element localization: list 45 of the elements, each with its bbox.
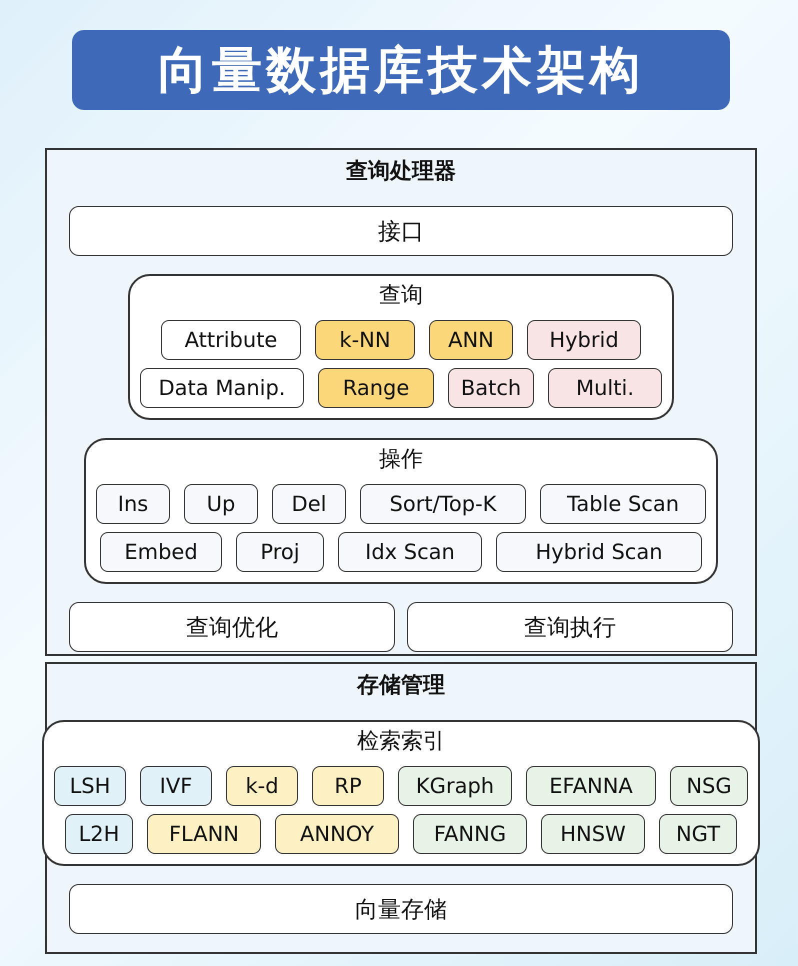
panel-heading: 查询 (378, 282, 424, 310)
index-tag: EFANNA (526, 766, 656, 806)
query-type-tag: k-NN (315, 320, 415, 360)
operation-tag: Ins (96, 484, 170, 524)
index-tag: FANNG (413, 814, 527, 854)
panel-heading: 查询处理器 (344, 158, 457, 186)
index-tag: k-d (226, 766, 298, 806)
panel-heading: 检索索引 (356, 728, 446, 756)
operation-tag: Table Scan (540, 484, 706, 524)
query-type-tag: Data Manip. (140, 368, 304, 408)
query-type-tag: Hybrid (527, 320, 641, 360)
query-type-tag: Attribute (161, 320, 301, 360)
panel-heading: 存储管理 (356, 672, 446, 700)
panel-heading: 操作 (378, 446, 424, 474)
index-tag: HNSW (541, 814, 645, 854)
layer-bar: 查询优化 (69, 602, 395, 652)
index-tag: IVF (140, 766, 212, 806)
index-tag: FLANN (147, 814, 261, 854)
query-type-tag: Batch (448, 368, 534, 408)
layer-bar: 查询执行 (407, 602, 733, 652)
operation-tag: Sort/Top-K (360, 484, 526, 524)
operation-tag: Up (184, 484, 258, 524)
index-tag: L2H (65, 814, 133, 854)
index-tag: KGraph (398, 766, 512, 806)
operation-tag: Proj (236, 532, 324, 572)
query-type-tag: Range (318, 368, 434, 408)
layer-bar: 接口 (69, 206, 733, 256)
layer-panel (45, 148, 757, 656)
group-panel (128, 274, 674, 420)
operation-tag: Embed (100, 532, 222, 572)
index-tag: RP (312, 766, 384, 806)
group-panel (42, 720, 760, 866)
operation-tag: Hybrid Scan (496, 532, 702, 572)
index-tag: LSH (54, 766, 126, 806)
query-type-tag: Multi. (548, 368, 662, 408)
layer-bar: 向量存储 (69, 884, 733, 934)
operation-tag: Del (272, 484, 346, 524)
query-type-tag: ANN (429, 320, 513, 360)
layer-panel (45, 662, 757, 954)
index-tag: NSG (670, 766, 748, 806)
group-panel (84, 438, 718, 584)
index-tag: NGT (659, 814, 737, 854)
title-banner: 向量数据库技术架构 (72, 30, 730, 110)
index-tag: ANNOY (275, 814, 399, 854)
operation-tag: Idx Scan (338, 532, 482, 572)
